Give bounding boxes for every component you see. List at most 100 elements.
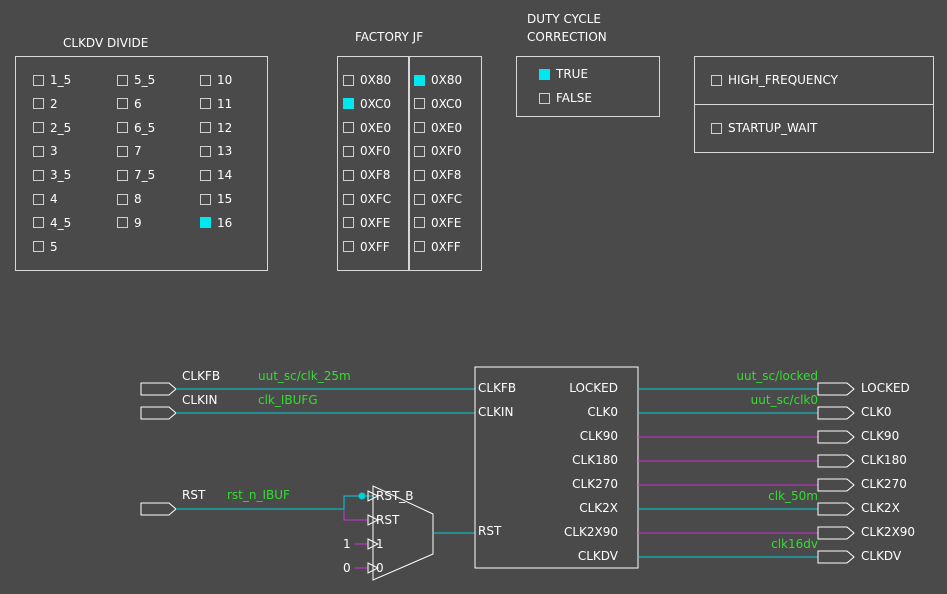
factory-jf-left-option[interactable]: 0XE0 bbox=[343, 120, 391, 136]
factory-jf-left-option[interactable]: 0XF8 bbox=[343, 167, 390, 183]
clkdv-option[interactable]: 5 bbox=[33, 239, 58, 255]
checkbox[interactable] bbox=[33, 74, 44, 86]
checkbox[interactable] bbox=[33, 98, 44, 110]
clkdv-option[interactable]: 3_5 bbox=[33, 167, 71, 183]
checkbox[interactable] bbox=[343, 193, 354, 205]
factory-jf-right-option[interactable]: 0XFE bbox=[414, 215, 461, 231]
clkdv-option[interactable]: 14 bbox=[200, 167, 232, 183]
checkbox[interactable] bbox=[117, 169, 128, 181]
clkdv-option[interactable]: 4 bbox=[33, 191, 58, 207]
input-port-rst[interactable] bbox=[140, 502, 177, 516]
checkbox[interactable] bbox=[414, 74, 425, 86]
checkbox[interactable] bbox=[343, 74, 354, 86]
checkbox[interactable] bbox=[33, 193, 44, 205]
checkbox[interactable] bbox=[200, 98, 211, 110]
factory-jf-left-option[interactable]: 0XF0 bbox=[343, 143, 390, 159]
checkbox[interactable] bbox=[539, 68, 550, 80]
clkdv-option[interactable]: 9 bbox=[117, 215, 142, 231]
factory-jf-right-option[interactable]: 0XC0 bbox=[414, 96, 462, 112]
clkdv-option[interactable]: 8 bbox=[117, 191, 142, 207]
clkdv-option[interactable]: 7 bbox=[117, 143, 142, 159]
checkbox[interactable] bbox=[539, 92, 550, 104]
output-port-clk2x[interactable] bbox=[817, 502, 855, 516]
checkbox[interactable] bbox=[711, 122, 722, 134]
clkdv-option[interactable]: 4_5 bbox=[33, 215, 71, 231]
output-port-locked[interactable] bbox=[817, 382, 855, 396]
clkdv-option[interactable]: 3 bbox=[33, 143, 58, 159]
checkbox[interactable] bbox=[117, 217, 128, 229]
clkdv-option[interactable]: 15 bbox=[200, 191, 232, 207]
checkbox[interactable] bbox=[200, 74, 211, 86]
clkdv-option[interactable]: 11 bbox=[200, 96, 232, 112]
factory-jf-right-option[interactable]: 0XF0 bbox=[414, 143, 461, 159]
checkbox[interactable] bbox=[117, 193, 128, 205]
checkbox[interactable] bbox=[414, 217, 425, 229]
checkbox[interactable] bbox=[117, 98, 128, 110]
checkbox[interactable] bbox=[414, 122, 425, 134]
checkbox[interactable] bbox=[343, 169, 354, 181]
output-port-clk2x90[interactable] bbox=[817, 526, 855, 540]
checkbox[interactable] bbox=[414, 98, 425, 110]
output-port-clkdv[interactable] bbox=[817, 550, 855, 564]
factory-jf-left-option[interactable]: 0XFC bbox=[343, 191, 391, 207]
checkbox[interactable] bbox=[343, 241, 354, 253]
factory-jf-left-option[interactable]: 0X80 bbox=[343, 72, 391, 88]
output-port-clk0[interactable] bbox=[817, 406, 855, 420]
input-port-clkfb[interactable] bbox=[140, 382, 177, 396]
checkbox[interactable] bbox=[343, 122, 354, 134]
output-port-clk180[interactable] bbox=[817, 454, 855, 468]
checkbox[interactable] bbox=[343, 145, 354, 157]
checkbox[interactable] bbox=[33, 122, 44, 134]
checkbox[interactable] bbox=[33, 217, 44, 229]
flag-option[interactable]: STARTUP_WAIT bbox=[711, 120, 817, 136]
factory-jf-left-option[interactable]: 0XFE bbox=[343, 215, 390, 231]
clkdv-option[interactable]: 16 bbox=[200, 215, 232, 231]
dcm-block[interactable] bbox=[474, 366, 639, 569]
checkbox[interactable] bbox=[711, 74, 722, 86]
flag-option[interactable]: HIGH_FREQUENCY bbox=[711, 72, 838, 88]
clkdv-option[interactable]: 2_5 bbox=[33, 120, 71, 136]
checkbox[interactable] bbox=[414, 193, 425, 205]
checkbox[interactable] bbox=[117, 122, 128, 134]
checkbox[interactable] bbox=[200, 169, 211, 181]
checkbox[interactable] bbox=[33, 145, 44, 157]
output-port-clk90[interactable] bbox=[817, 430, 855, 444]
output-port-clk270[interactable] bbox=[817, 478, 855, 492]
checkbox[interactable] bbox=[414, 241, 425, 253]
checkbox[interactable] bbox=[200, 122, 211, 134]
duty-cycle-option[interactable]: TRUE bbox=[539, 66, 588, 82]
checkbox[interactable] bbox=[414, 145, 425, 157]
checkbox[interactable] bbox=[200, 193, 211, 205]
checkbox[interactable] bbox=[33, 169, 44, 181]
mux-block[interactable] bbox=[372, 485, 434, 581]
checkbox[interactable] bbox=[414, 169, 425, 181]
clkdv-option[interactable]: 10 bbox=[200, 72, 232, 88]
clkdv-option[interactable]: 13 bbox=[200, 143, 232, 159]
checkbox[interactable] bbox=[343, 98, 354, 110]
factory-jf-right-option[interactable]: 0XFF bbox=[414, 239, 461, 255]
checkbox[interactable] bbox=[200, 217, 211, 229]
clkdv-option[interactable]: 7_5 bbox=[117, 167, 155, 183]
checkbox[interactable] bbox=[117, 74, 128, 86]
factory-jf-right-option[interactable]: 0XF8 bbox=[414, 167, 461, 183]
factory-jf-left-option[interactable]: 0XFF bbox=[343, 239, 390, 255]
checkbox[interactable] bbox=[117, 145, 128, 157]
option-label: 2_5 bbox=[50, 120, 72, 135]
dcm-in-clkin: CLKIN bbox=[478, 405, 513, 419]
factory-jf-left-option[interactable]: 0XC0 bbox=[343, 96, 391, 112]
input-port-clkin[interactable] bbox=[140, 406, 177, 420]
clkdv-option[interactable]: 12 bbox=[200, 120, 232, 136]
output-port-label-clk2x: CLK2X bbox=[861, 501, 900, 515]
clkdv-option[interactable]: 2 bbox=[33, 96, 58, 112]
factory-jf-right-option[interactable]: 0X80 bbox=[414, 72, 462, 88]
clkdv-option[interactable]: 6 bbox=[117, 96, 142, 112]
clkdv-option[interactable]: 5_5 bbox=[117, 72, 155, 88]
clkdv-option[interactable]: 6_5 bbox=[117, 120, 155, 136]
duty-cycle-option[interactable]: FALSE bbox=[539, 90, 592, 106]
factory-jf-right-option[interactable]: 0XE0 bbox=[414, 120, 462, 136]
checkbox[interactable] bbox=[33, 241, 44, 253]
checkbox[interactable] bbox=[200, 145, 211, 157]
checkbox[interactable] bbox=[343, 217, 354, 229]
factory-jf-right-option[interactable]: 0XFC bbox=[414, 191, 462, 207]
clkdv-option[interactable]: 1_5 bbox=[33, 72, 71, 88]
